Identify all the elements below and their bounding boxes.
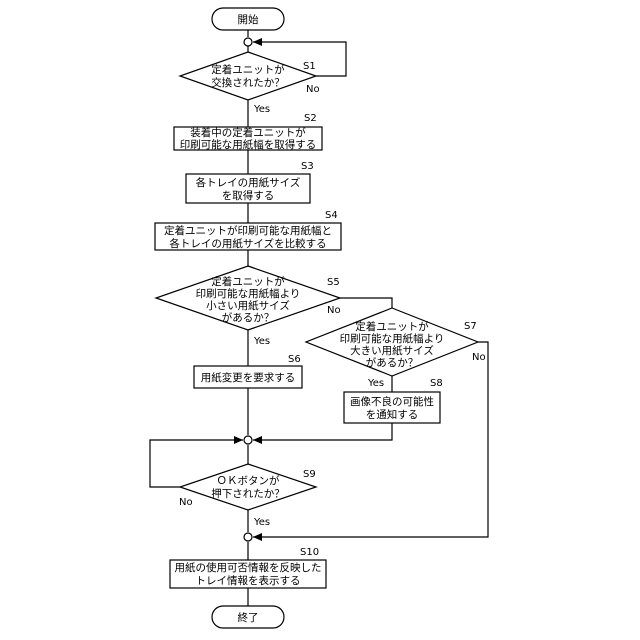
end-terminal: 終了 — [212, 606, 284, 628]
s9-step-id: S9 — [303, 469, 316, 480]
s9-no-label: No — [179, 497, 193, 508]
s10-step-id: S10 — [300, 547, 319, 558]
start-label: 開始 — [238, 13, 259, 26]
s6-step-id: S6 — [288, 354, 301, 365]
s6-line-1: 用紙変更を要求する — [201, 371, 296, 384]
s1-line-1: 定着ユニットが — [211, 63, 285, 76]
s1-no-label: No — [306, 84, 320, 95]
s5-yes-label: Yes — [253, 336, 270, 347]
s2-line-1: 装着中の定着ユニットが — [190, 126, 306, 139]
s7-line-3: 大きい用紙サイズ — [350, 344, 434, 357]
s4-step-id: S4 — [325, 210, 338, 221]
s4-line-1: 定着ユニットが印刷可能な用紙幅と — [164, 224, 332, 237]
s5-line-3: 小さい用紙サイズ — [206, 299, 290, 312]
s5-step-id: S5 — [327, 277, 340, 288]
s8-line-2: を通知する — [366, 408, 419, 421]
s1-yes-label: Yes — [253, 104, 270, 115]
s10-line-1: 用紙の使用可否情報を反映した — [175, 561, 322, 574]
s5-line-4: があるか？ — [222, 311, 275, 324]
s1-line-2: 交換されたか？ — [211, 76, 285, 89]
s10-line-2: トレイ情報を表示する — [196, 574, 301, 587]
s7-line-2: 印刷可能な用紙幅より — [340, 332, 445, 345]
decision-s1: 定着ユニットが 交換されたか？ S1 Yes No — [180, 52, 320, 115]
s5-line-1: 定着ユニットが — [211, 275, 285, 288]
s2-step-id: S2 — [304, 113, 317, 124]
s8-line-1: 画像不良の可能性 — [350, 395, 434, 408]
s9-line-2: 押下されたか？ — [211, 487, 285, 500]
junction-s9-loop — [244, 436, 252, 444]
s7-line-4: があるか？ — [366, 356, 419, 369]
s5-no-label: No — [327, 305, 341, 316]
s7-yes-label: Yes — [367, 378, 384, 389]
s2-line-2: 印刷可能な用紙幅を取得する — [180, 138, 317, 151]
s9-yes-label: Yes — [253, 517, 270, 528]
s3-line-1: 各トレイの用紙サイズ — [196, 176, 301, 189]
junction-s10-merge — [244, 533, 252, 541]
s1-step-id: S1 — [303, 61, 316, 72]
s7-no-label: No — [472, 352, 486, 363]
s7-line-1: 定着ユニットが — [355, 320, 429, 333]
s3-line-2: を取得する — [222, 190, 275, 202]
process-s3: 各トレイの用紙サイズ を取得する S3 — [186, 161, 314, 203]
decision-s7: 定着ユニットが 印刷可能な用紙幅より 大きい用紙サイズ があるか？ S7 Yes… — [306, 308, 486, 389]
junction-s1-loop — [244, 38, 252, 46]
connector-lines — [150, 30, 488, 606]
s7-step-id: S7 — [464, 321, 477, 332]
s5-line-2: 印刷可能な用紙幅より — [196, 287, 301, 300]
s4-line-2: 各トレイの用紙サイズを比較する — [169, 237, 326, 250]
s9-line-1: ＯＫボタンが — [217, 474, 280, 487]
s3-step-id: S3 — [301, 161, 314, 172]
end-label: 終了 — [238, 611, 259, 624]
process-s8: 画像不良の可能性 を通知する S8 — [344, 378, 443, 423]
s8-step-id: S8 — [430, 378, 443, 389]
start-terminal: 開始 — [212, 8, 284, 30]
